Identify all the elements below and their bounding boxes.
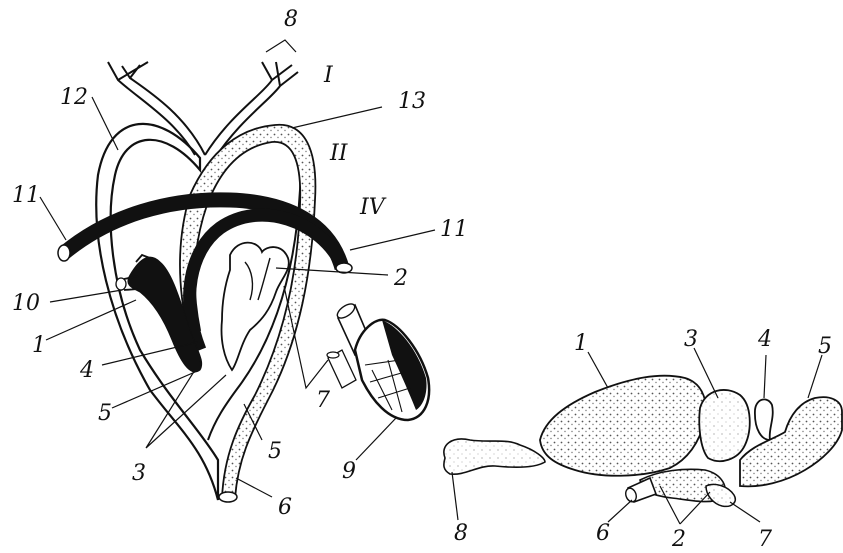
- cerebellum: [755, 399, 773, 440]
- label-2-brain: 2: [671, 527, 686, 552]
- label-II: II: [329, 141, 349, 166]
- label-6-brain: 6: [596, 521, 610, 546]
- arch-end-left: [58, 245, 70, 261]
- heart-arches-figure: [40, 40, 435, 502]
- label-5-lower: 5: [268, 439, 282, 464]
- label-8-brain: 8: [454, 521, 468, 546]
- label-8: 8: [284, 7, 298, 32]
- label-6-left: 6: [278, 495, 292, 520]
- lower-stem-end: [219, 492, 237, 502]
- label-11-left: 11: [12, 183, 40, 208]
- label-1-brain: 1: [574, 331, 588, 356]
- label-11-right: 11: [440, 217, 468, 242]
- label-2-left: 2: [393, 266, 408, 291]
- brain-figure: [444, 348, 842, 524]
- label-13: 13: [398, 89, 426, 114]
- label-4-left: 4: [79, 358, 94, 383]
- optic-lobe: [699, 390, 749, 461]
- label-7-left: 7: [316, 388, 330, 413]
- olfactory-tract: [444, 439, 545, 474]
- label-12: 12: [60, 85, 88, 110]
- label-7-brain: 7: [758, 527, 772, 552]
- label-5-brain: 5: [818, 334, 832, 359]
- label-1-left: 1: [32, 333, 46, 358]
- label-10: 10: [12, 291, 40, 316]
- label-3-brain: 3: [684, 327, 698, 352]
- label-4-brain: 4: [757, 327, 772, 352]
- label-3-left: 3: [132, 461, 146, 486]
- label-IV: IV: [359, 195, 387, 220]
- cerebral-hemisphere: [540, 376, 706, 476]
- label-9: 9: [342, 459, 356, 484]
- label-I: I: [323, 63, 334, 88]
- label-5-left: 5: [98, 401, 112, 426]
- gill-detail: [327, 301, 429, 420]
